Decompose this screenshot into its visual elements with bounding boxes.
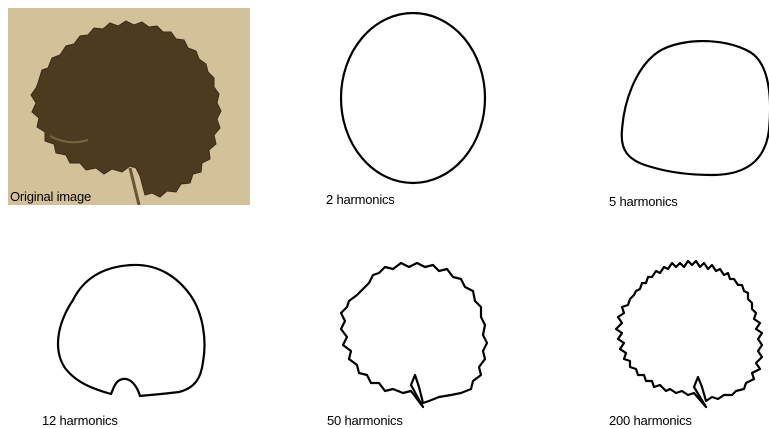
outline-2-harmonics [330,8,500,193]
caption-5-harmonics: 5 harmonics [609,194,678,209]
outline-50-harmonics [335,255,495,415]
leaf-photo [8,8,250,205]
outline-5-harmonics [612,30,769,190]
caption-2-harmonics: 2 harmonics [326,192,395,207]
original-image-panel: Original image [8,8,250,205]
caption-12-harmonics: 12 harmonics [42,413,118,428]
original-image-caption: Original image [10,189,91,204]
caption-50-harmonics: 50 harmonics [327,413,403,428]
caption-200-harmonics: 200 harmonics [609,413,692,428]
outline-200-harmonics [612,255,769,415]
outline-12-harmonics [45,258,220,408]
